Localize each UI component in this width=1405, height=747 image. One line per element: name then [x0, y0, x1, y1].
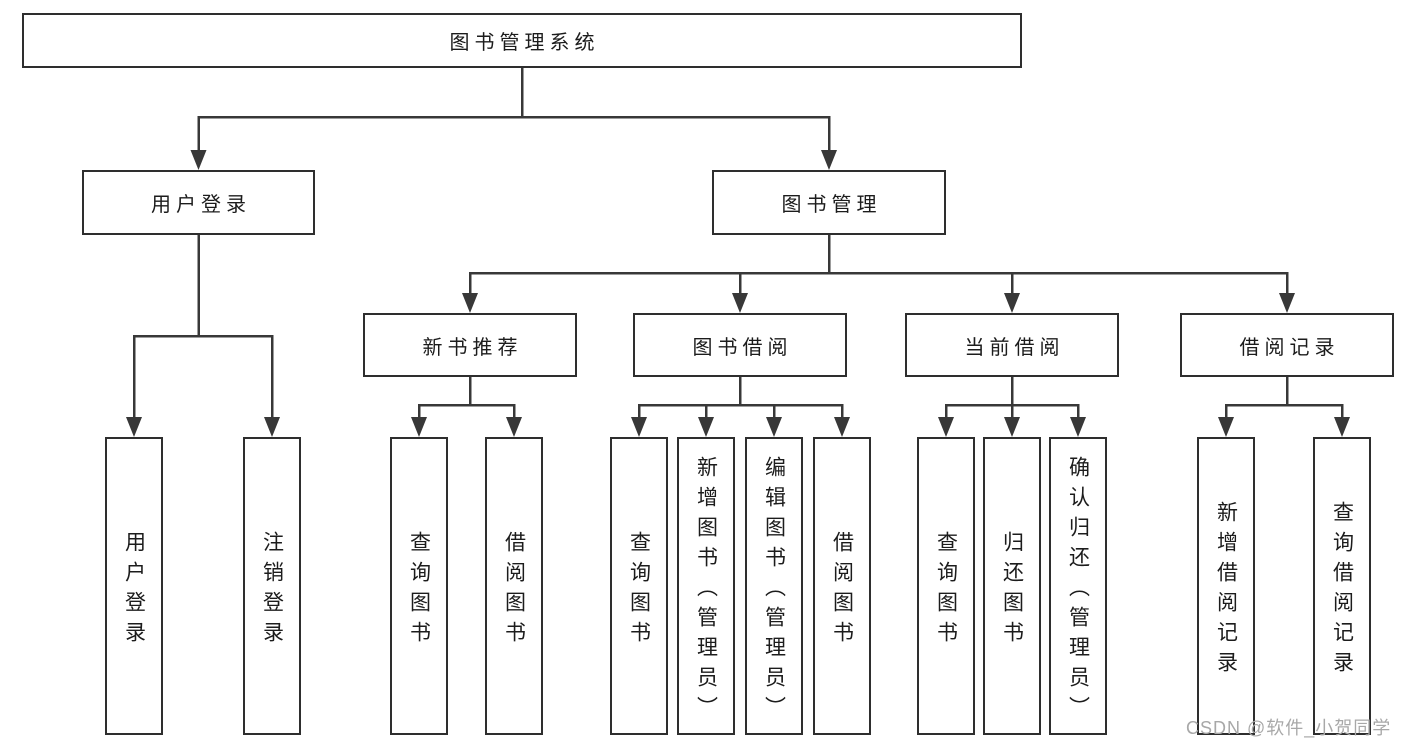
arrowhead-bb-query-books: [631, 417, 647, 437]
node-cb-return-books: 归还图书: [983, 437, 1041, 735]
csdn-watermark: CSDN @软件_小贺同学: [1186, 718, 1392, 738]
node-label-borrow-record: 借阅记录: [1239, 336, 1340, 359]
node-label-bb-edit-books: 编辑图书（管理员）: [762, 455, 786, 726]
node-label-new-book-rec: 新书推荐: [422, 336, 523, 359]
node-current-borrow: 当前借阅: [905, 313, 1119, 377]
arrowhead-br-query-record: [1334, 417, 1350, 437]
arrowhead-user-login: [190, 150, 207, 170]
node-label-book-mgmt: 图书管理: [781, 194, 882, 216]
node-label-bb-add-books: 新增图书（管理员）: [694, 455, 718, 726]
node-br-add-record: 新增借阅记录: [1197, 437, 1255, 735]
node-label-bb-query-books: 查询图书: [627, 530, 651, 651]
node-bb-add-books: 新增图书（管理员）: [677, 437, 735, 735]
arrowhead-login-op: [126, 417, 142, 437]
arrowhead-rec-query-books: [411, 417, 427, 437]
node-rec-borrow-books: 借阅图书: [485, 437, 543, 735]
node-label-cb-return-books: 归还图书: [1000, 530, 1024, 651]
node-label-rec-query-books: 查询图书: [407, 530, 431, 651]
node-label-login-op: 用户登录: [122, 530, 146, 651]
node-label-rec-borrow-books: 借阅图书: [502, 530, 526, 651]
arrowhead-cb-confirm-return: [1070, 417, 1086, 437]
node-cb-query-books: 查询图书: [917, 437, 975, 735]
arrowhead-br-add-record: [1218, 417, 1234, 437]
node-label-br-query-record: 查询借阅记录: [1330, 500, 1354, 681]
node-user-login: 用户登录: [82, 170, 315, 235]
node-root: 图书管理系统: [22, 13, 1022, 68]
node-book-borrow: 图书借阅: [633, 313, 847, 377]
arrowhead-borrow-record: [1279, 293, 1295, 313]
arrowhead-bb-add-books: [698, 417, 714, 437]
node-label-cb-confirm-return: 确认归还（管理员）: [1066, 455, 1090, 726]
arrowhead-cb-return-books: [1004, 417, 1020, 437]
node-label-logout-op: 注销登录: [260, 530, 284, 651]
node-label-current-borrow: 当前借阅: [964, 336, 1065, 359]
arrowhead-new-book-rec: [462, 293, 478, 313]
arrowhead-bb-edit-books: [766, 417, 782, 437]
arrowhead-rec-borrow-books: [506, 417, 522, 437]
node-bb-edit-books: 编辑图书（管理员）: [745, 437, 803, 735]
node-label-user-login: 用户登录: [151, 194, 251, 216]
node-label-cb-query-books: 查询图书: [934, 530, 958, 651]
node-borrow-record: 借阅记录: [1180, 313, 1394, 377]
node-book-mgmt: 图书管理: [712, 170, 946, 235]
arrowhead-book-borrow: [732, 293, 748, 313]
node-login-op: 用户登录: [105, 437, 163, 735]
arrowhead-logout-op: [264, 417, 280, 437]
node-label-book-borrow: 图书借阅: [692, 336, 793, 359]
node-logout-op: 注销登录: [243, 437, 301, 735]
node-bb-borrow-books: 借阅图书: [813, 437, 871, 735]
node-label-root: 图书管理系统: [449, 32, 600, 54]
arrowhead-bb-borrow-books: [834, 417, 850, 437]
node-br-query-record: 查询借阅记录: [1313, 437, 1371, 735]
node-rec-query-books: 查询图书: [390, 437, 448, 735]
arrowhead-book-mgmt: [821, 150, 837, 170]
arrowhead-current-borrow: [1004, 293, 1020, 313]
node-label-bb-borrow-books: 借阅图书: [830, 530, 854, 651]
arrowhead-cb-query-books: [938, 417, 954, 437]
node-bb-query-books: 查询图书: [610, 437, 668, 735]
node-cb-confirm-return: 确认归还（管理员）: [1049, 437, 1107, 735]
node-new-book-rec: 新书推荐: [363, 313, 577, 377]
node-label-br-add-record: 新增借阅记录: [1214, 500, 1238, 681]
